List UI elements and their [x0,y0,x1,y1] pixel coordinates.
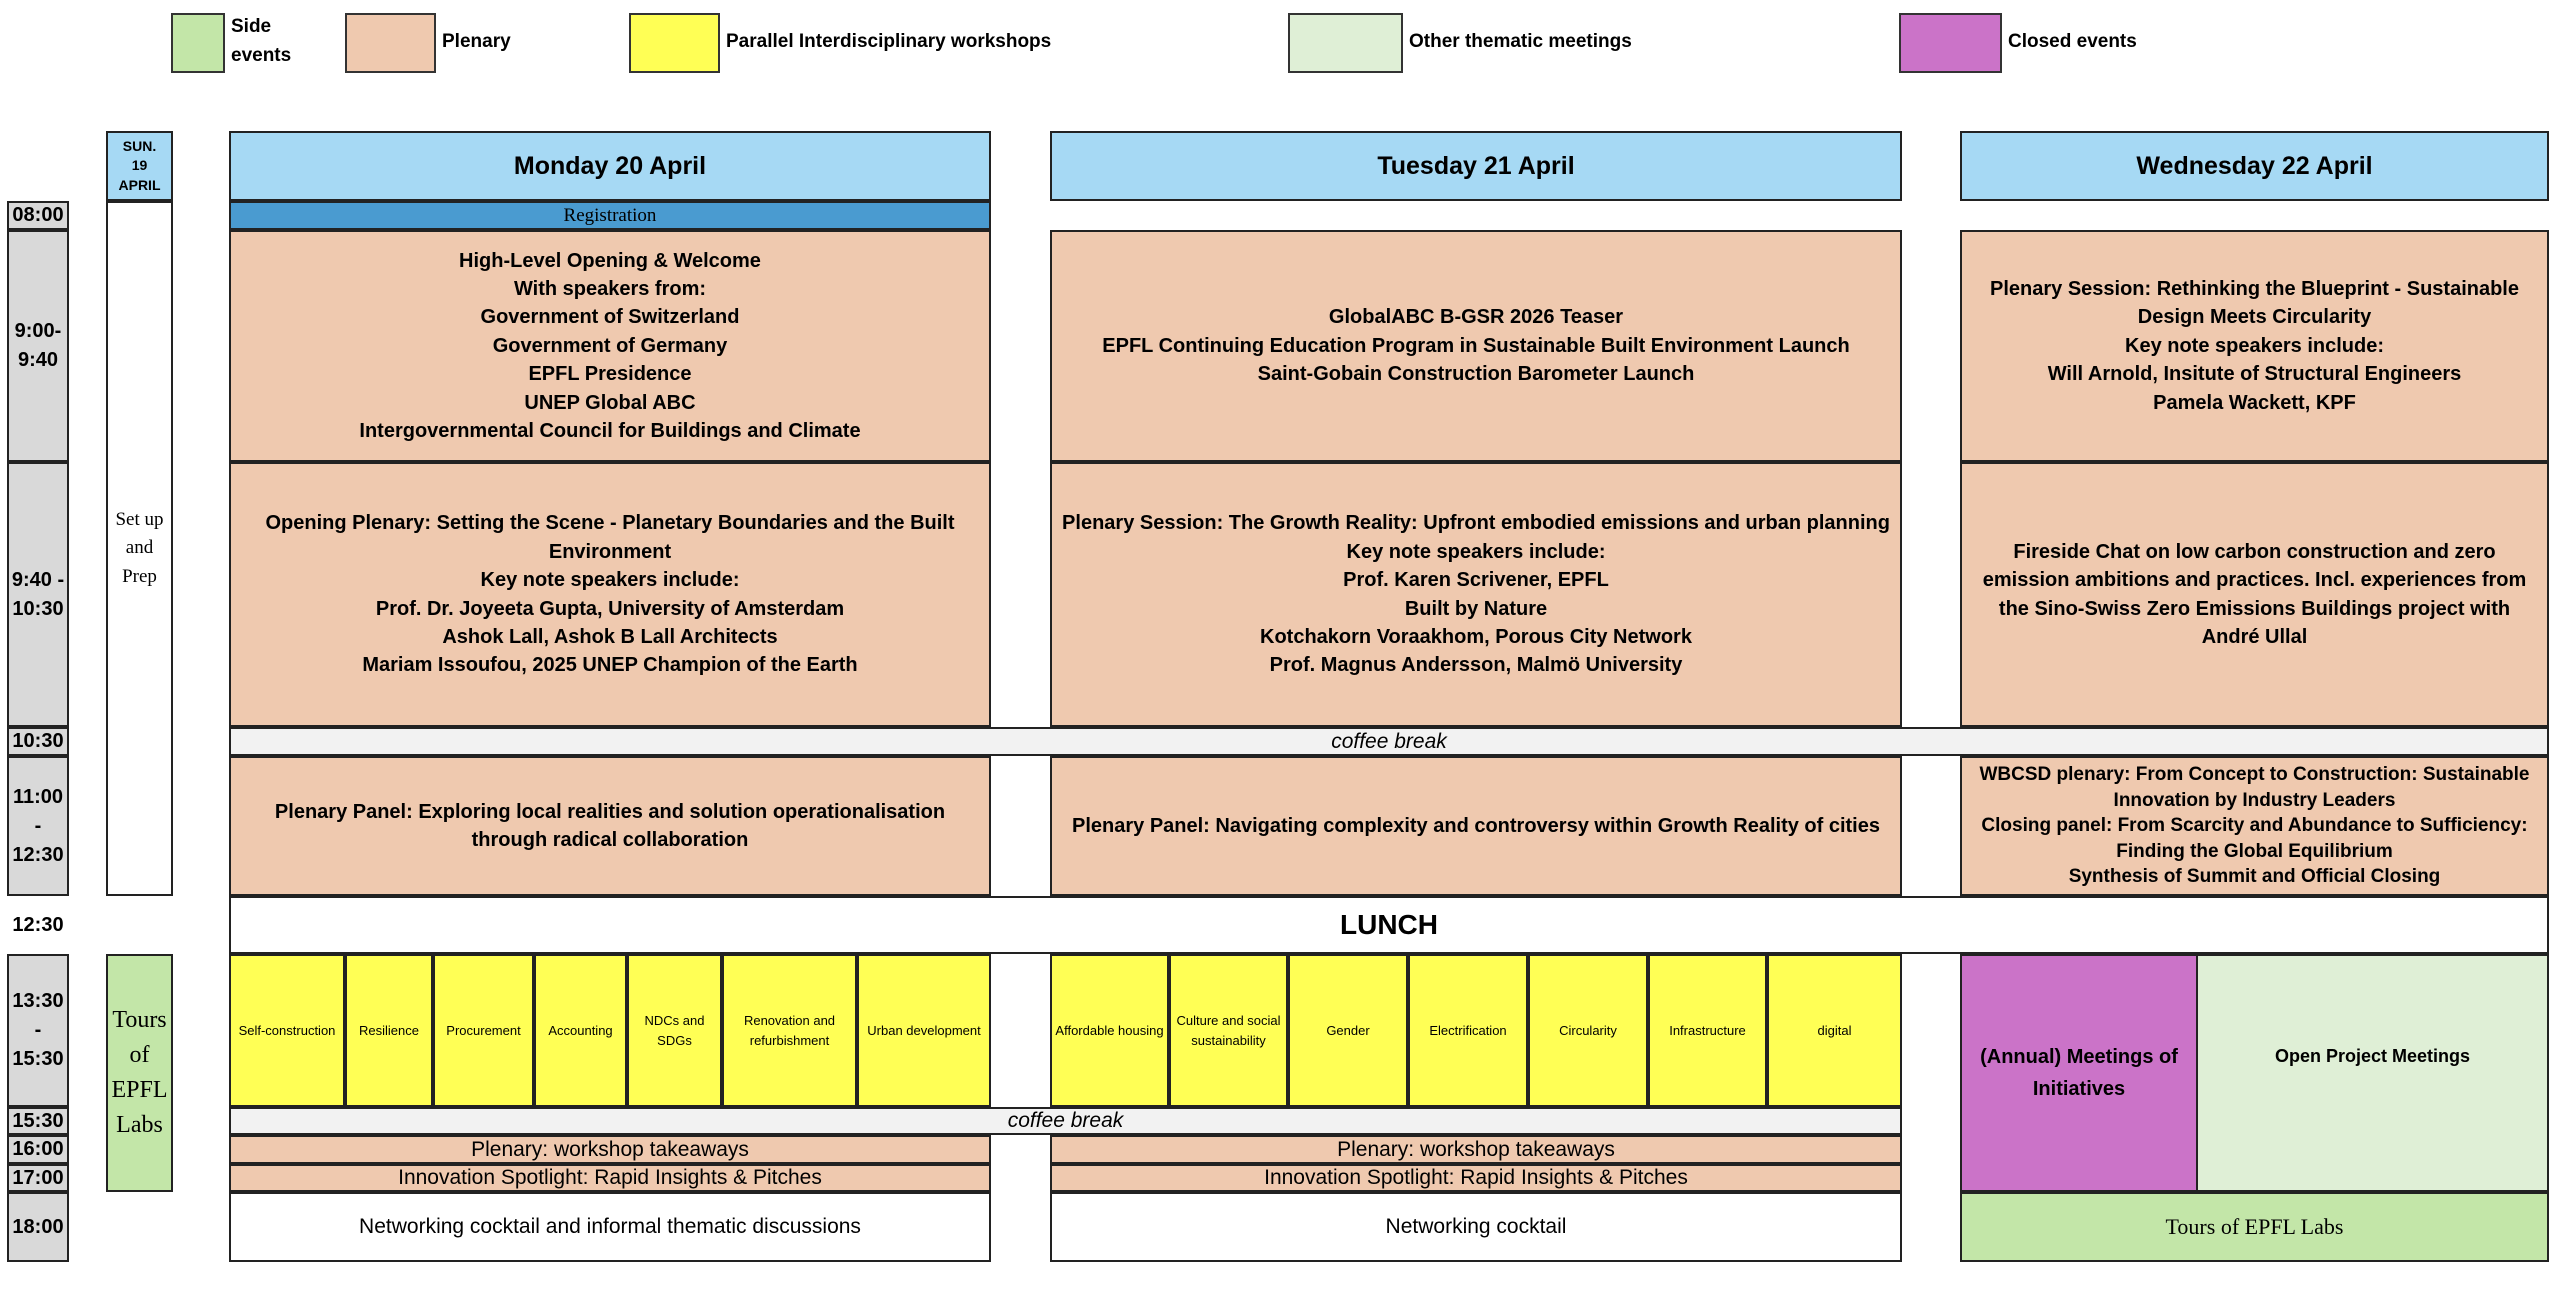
time-0800: 08:00 [7,201,69,230]
time-1100: 11:00 - 12:30 [7,756,69,896]
tuesday-growth-plenary: Plenary Session: The Growth Reality: Upf… [1050,462,1902,727]
wednesday-annual-meetings: (Annual) Meetings of Initiatives [1960,954,2198,1192]
coffee-break-afternoon: coffee break [229,1107,1902,1135]
time-1530: 15:30 [7,1107,69,1135]
monday-opening: High-Level Opening & Welcome With speake… [229,230,991,462]
coffee-break-morning: coffee break [229,727,2549,756]
sunday-header: SUN. 19 APRIL [106,131,173,201]
workshop-electrification: Electrification [1408,954,1528,1107]
time-1030: 10:30 [7,727,69,756]
sunday-tours: Tours of EPFL Labs [106,954,173,1192]
workshop-infrastructure: Infrastructure [1648,954,1767,1107]
time-1330: 13:30 - 15:30 [7,954,69,1107]
time-0940: 9:40 - 10:30 [7,462,69,727]
time-1800: 18:00 [7,1192,69,1262]
workshop-circularity: Circularity [1528,954,1648,1107]
tuesday-panel: Plenary Panel: Navigating complexity and… [1050,756,1902,896]
tuesday-spotlight: Innovation Spotlight: Rapid Insights & P… [1050,1164,1902,1192]
legend-label-closed: Closed events [2008,31,2137,52]
legend-label-side-events: Side events [231,16,292,66]
legend-swatch-closed [1899,13,2002,73]
legend-label-other-thematic: Other thematic meetings [1409,31,1632,52]
tuesday-takeaways: Plenary: workshop takeaways [1050,1135,1902,1164]
workshop-gender: Gender [1288,954,1408,1107]
workshop-accounting: Accounting [534,954,627,1107]
monday-panel: Plenary Panel: Exploring local realities… [229,756,991,896]
workshop-affordable-housing: Affordable housing [1050,954,1169,1107]
workshop-procurement: Procurement [433,954,534,1107]
time-1600: 16:00 [7,1135,69,1164]
legend-swatch-plenary [345,13,436,73]
legend-swatch-side-events [171,13,225,73]
workshop-ndcs-sdgs: NDCs and SDGs [627,954,722,1107]
workshop-resilience: Resilience [345,954,433,1107]
monday-takeaways: Plenary: workshop takeaways [229,1135,991,1164]
legend-swatch-parallel [629,13,720,73]
legend-label-parallel: Parallel Interdisciplinary workshops [726,31,1052,52]
wednesday-fireside: Fireside Chat on low carbon construction… [1960,462,2549,727]
lunch: LUNCH [229,896,2549,954]
wednesday-open-project: Open Project Meetings [2198,954,2549,1192]
wednesday-blueprint: Plenary Session: Rethinking the Blueprin… [1960,230,2549,462]
workshop-digital: digital [1767,954,1902,1107]
tuesday-launches: GlobalABC B-GSR 2026 Teaser EPFL Continu… [1050,230,1902,462]
monday-evening: Networking cocktail and informal themati… [229,1192,991,1262]
sunday-setup: Set up and Prep [106,201,173,896]
wednesday-header: Wednesday 22 April [1960,131,2549,201]
workshop-self-construction: Self-construction [229,954,345,1107]
tuesday-header: Tuesday 21 April [1050,131,1902,201]
monday-spotlight: Innovation Spotlight: Rapid Insights & P… [229,1164,991,1192]
time-1700: 17:00 [7,1164,69,1192]
monday-header: Monday 20 April [229,131,991,201]
legend-swatch-other-thematic [1288,13,1403,73]
workshop-urban-development: Urban development [857,954,991,1107]
time-0900: 9:00- 9:40 [7,230,69,462]
wednesday-tours: Tours of EPFL Labs [1960,1192,2549,1262]
tuesday-evening: Networking cocktail [1050,1192,1902,1262]
legend-label-plenary: Plenary [442,31,511,52]
workshop-renovation: Renovation and refurbishment [722,954,857,1107]
time-1230: 12:30 [7,896,69,954]
workshop-culture-social: Culture and social sustainability [1169,954,1288,1107]
monday-opening-plenary: Opening Plenary: Setting the Scene - Pla… [229,462,991,727]
monday-registration: Registration [229,201,991,230]
wednesday-closing: WBCSD plenary: From Concept to Construct… [1960,756,2549,896]
